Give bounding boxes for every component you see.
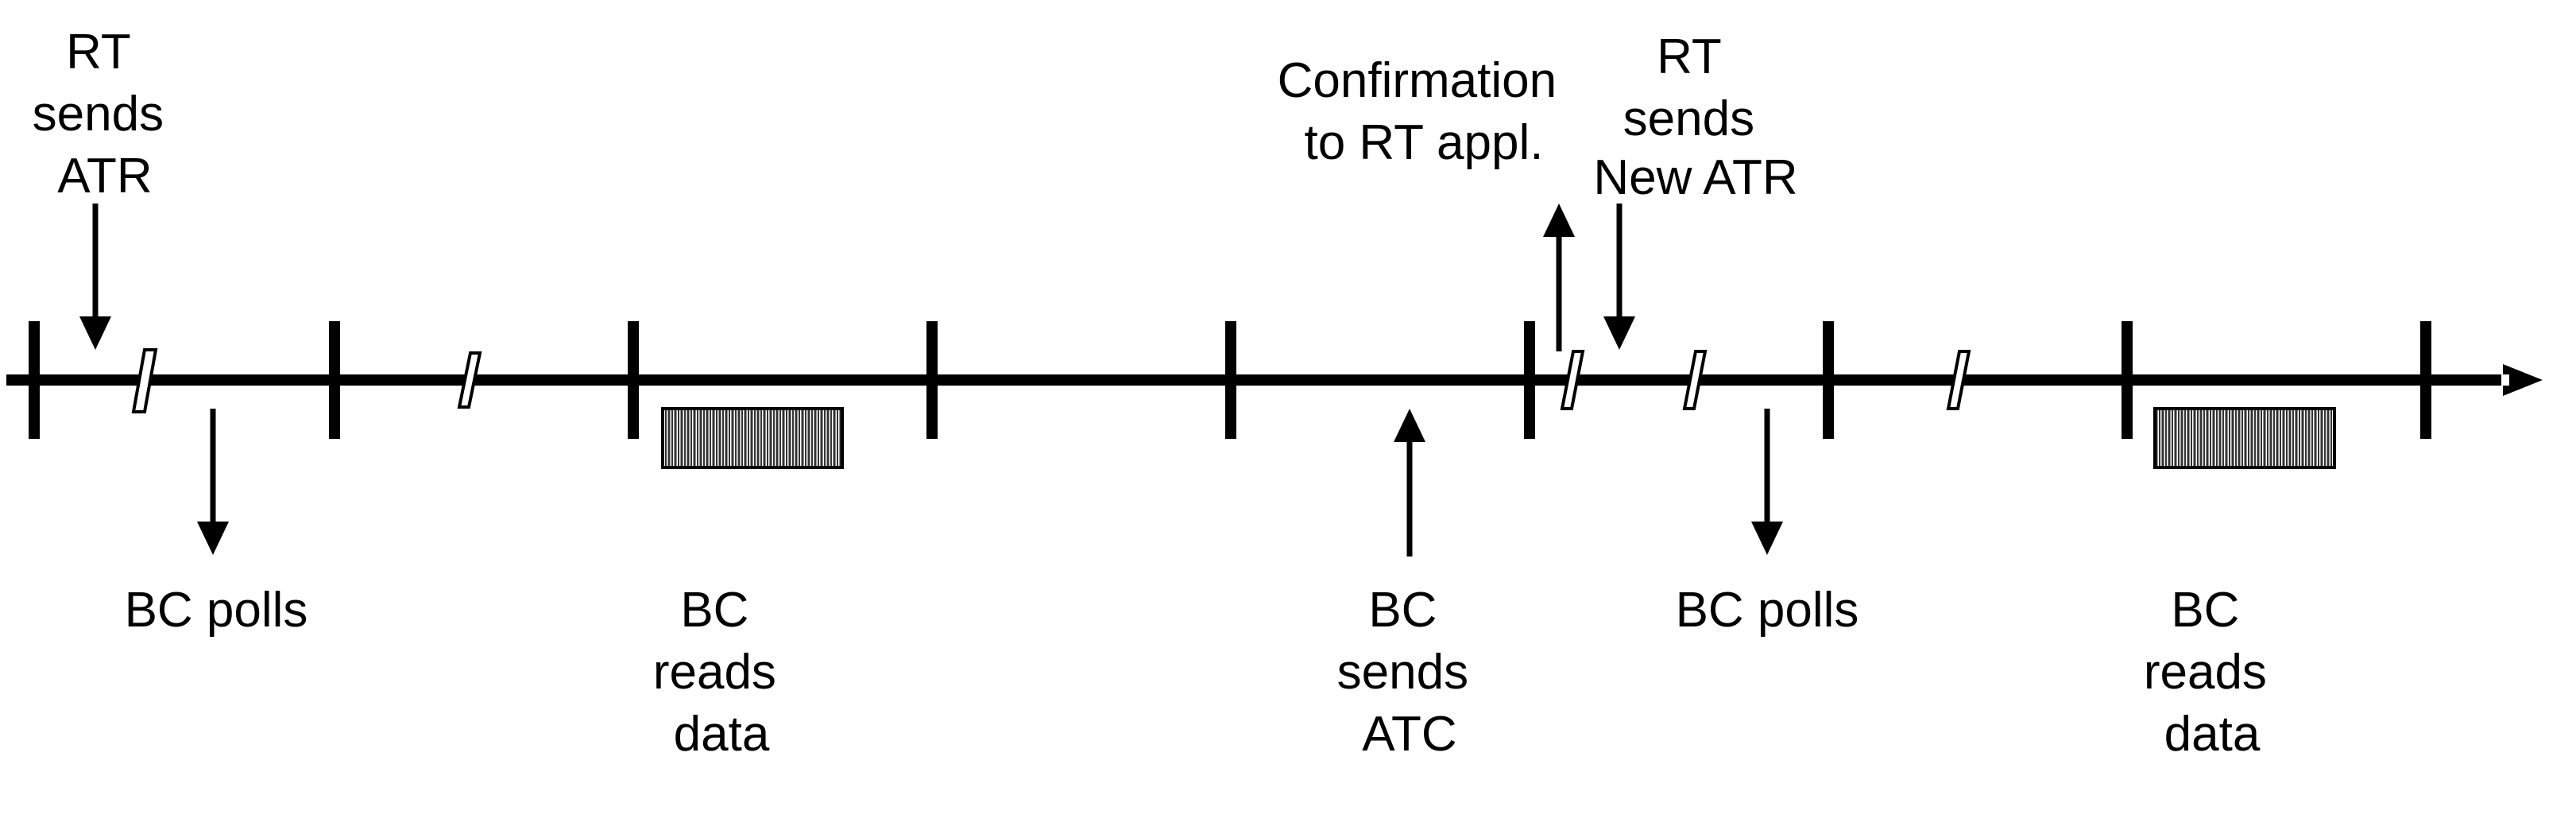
label-rt-sends-new-atr: RT sends New ATR bbox=[1593, 29, 1797, 205]
frame-ticks bbox=[29, 321, 2431, 439]
message-marker bbox=[1560, 350, 1585, 410]
data-block-2 bbox=[2153, 407, 2336, 469]
frame-tick bbox=[926, 321, 938, 439]
frame-tick bbox=[329, 321, 340, 439]
label-bc-sends-atc: BC sends ATC bbox=[1337, 583, 1483, 762]
label-rt-sends-atr: RT sends ATR bbox=[33, 25, 178, 204]
message-marker bbox=[1946, 350, 1971, 410]
data-block-1 bbox=[661, 407, 844, 469]
arrow-rt-sends-new-atr-head bbox=[1603, 316, 1635, 350]
frame-tick bbox=[2420, 321, 2431, 439]
arrow-confirmation-head bbox=[1543, 204, 1575, 237]
arrow-bc-polls-2-head bbox=[1751, 522, 1783, 555]
label-bc-polls-1: BC polls bbox=[125, 583, 308, 638]
label-bc-reads-data-2: BC reads data bbox=[2144, 583, 2280, 762]
message-markers bbox=[131, 348, 1971, 413]
labels: RT sends ATR BC polls BC reads data Conf… bbox=[33, 25, 2280, 762]
arrows bbox=[79, 204, 1783, 557]
message-marker bbox=[131, 348, 158, 413]
frame-tick bbox=[628, 321, 639, 439]
frame-tick bbox=[29, 321, 40, 439]
label-confirmation: Confirmation to RT appl. bbox=[1278, 53, 1571, 170]
message-marker bbox=[1682, 350, 1708, 410]
frame-tick bbox=[1524, 321, 1535, 439]
message-marker bbox=[457, 351, 482, 409]
time-axis-arrow-notch bbox=[2501, 374, 2509, 386]
frame-tick bbox=[1225, 321, 1236, 439]
arrow-bc-sends-atc-head bbox=[1394, 409, 1425, 442]
arrow-rt-sends-atr-head bbox=[79, 316, 111, 350]
frame-tick bbox=[2122, 321, 2133, 439]
arrow-bc-polls-1-head bbox=[197, 522, 229, 555]
frame-tick bbox=[1823, 321, 1834, 439]
time-axis-arrowhead bbox=[2503, 364, 2543, 396]
label-bc-polls-2: BC polls bbox=[1676, 583, 1859, 638]
label-bc-reads-data-1: BC reads data bbox=[653, 583, 790, 762]
